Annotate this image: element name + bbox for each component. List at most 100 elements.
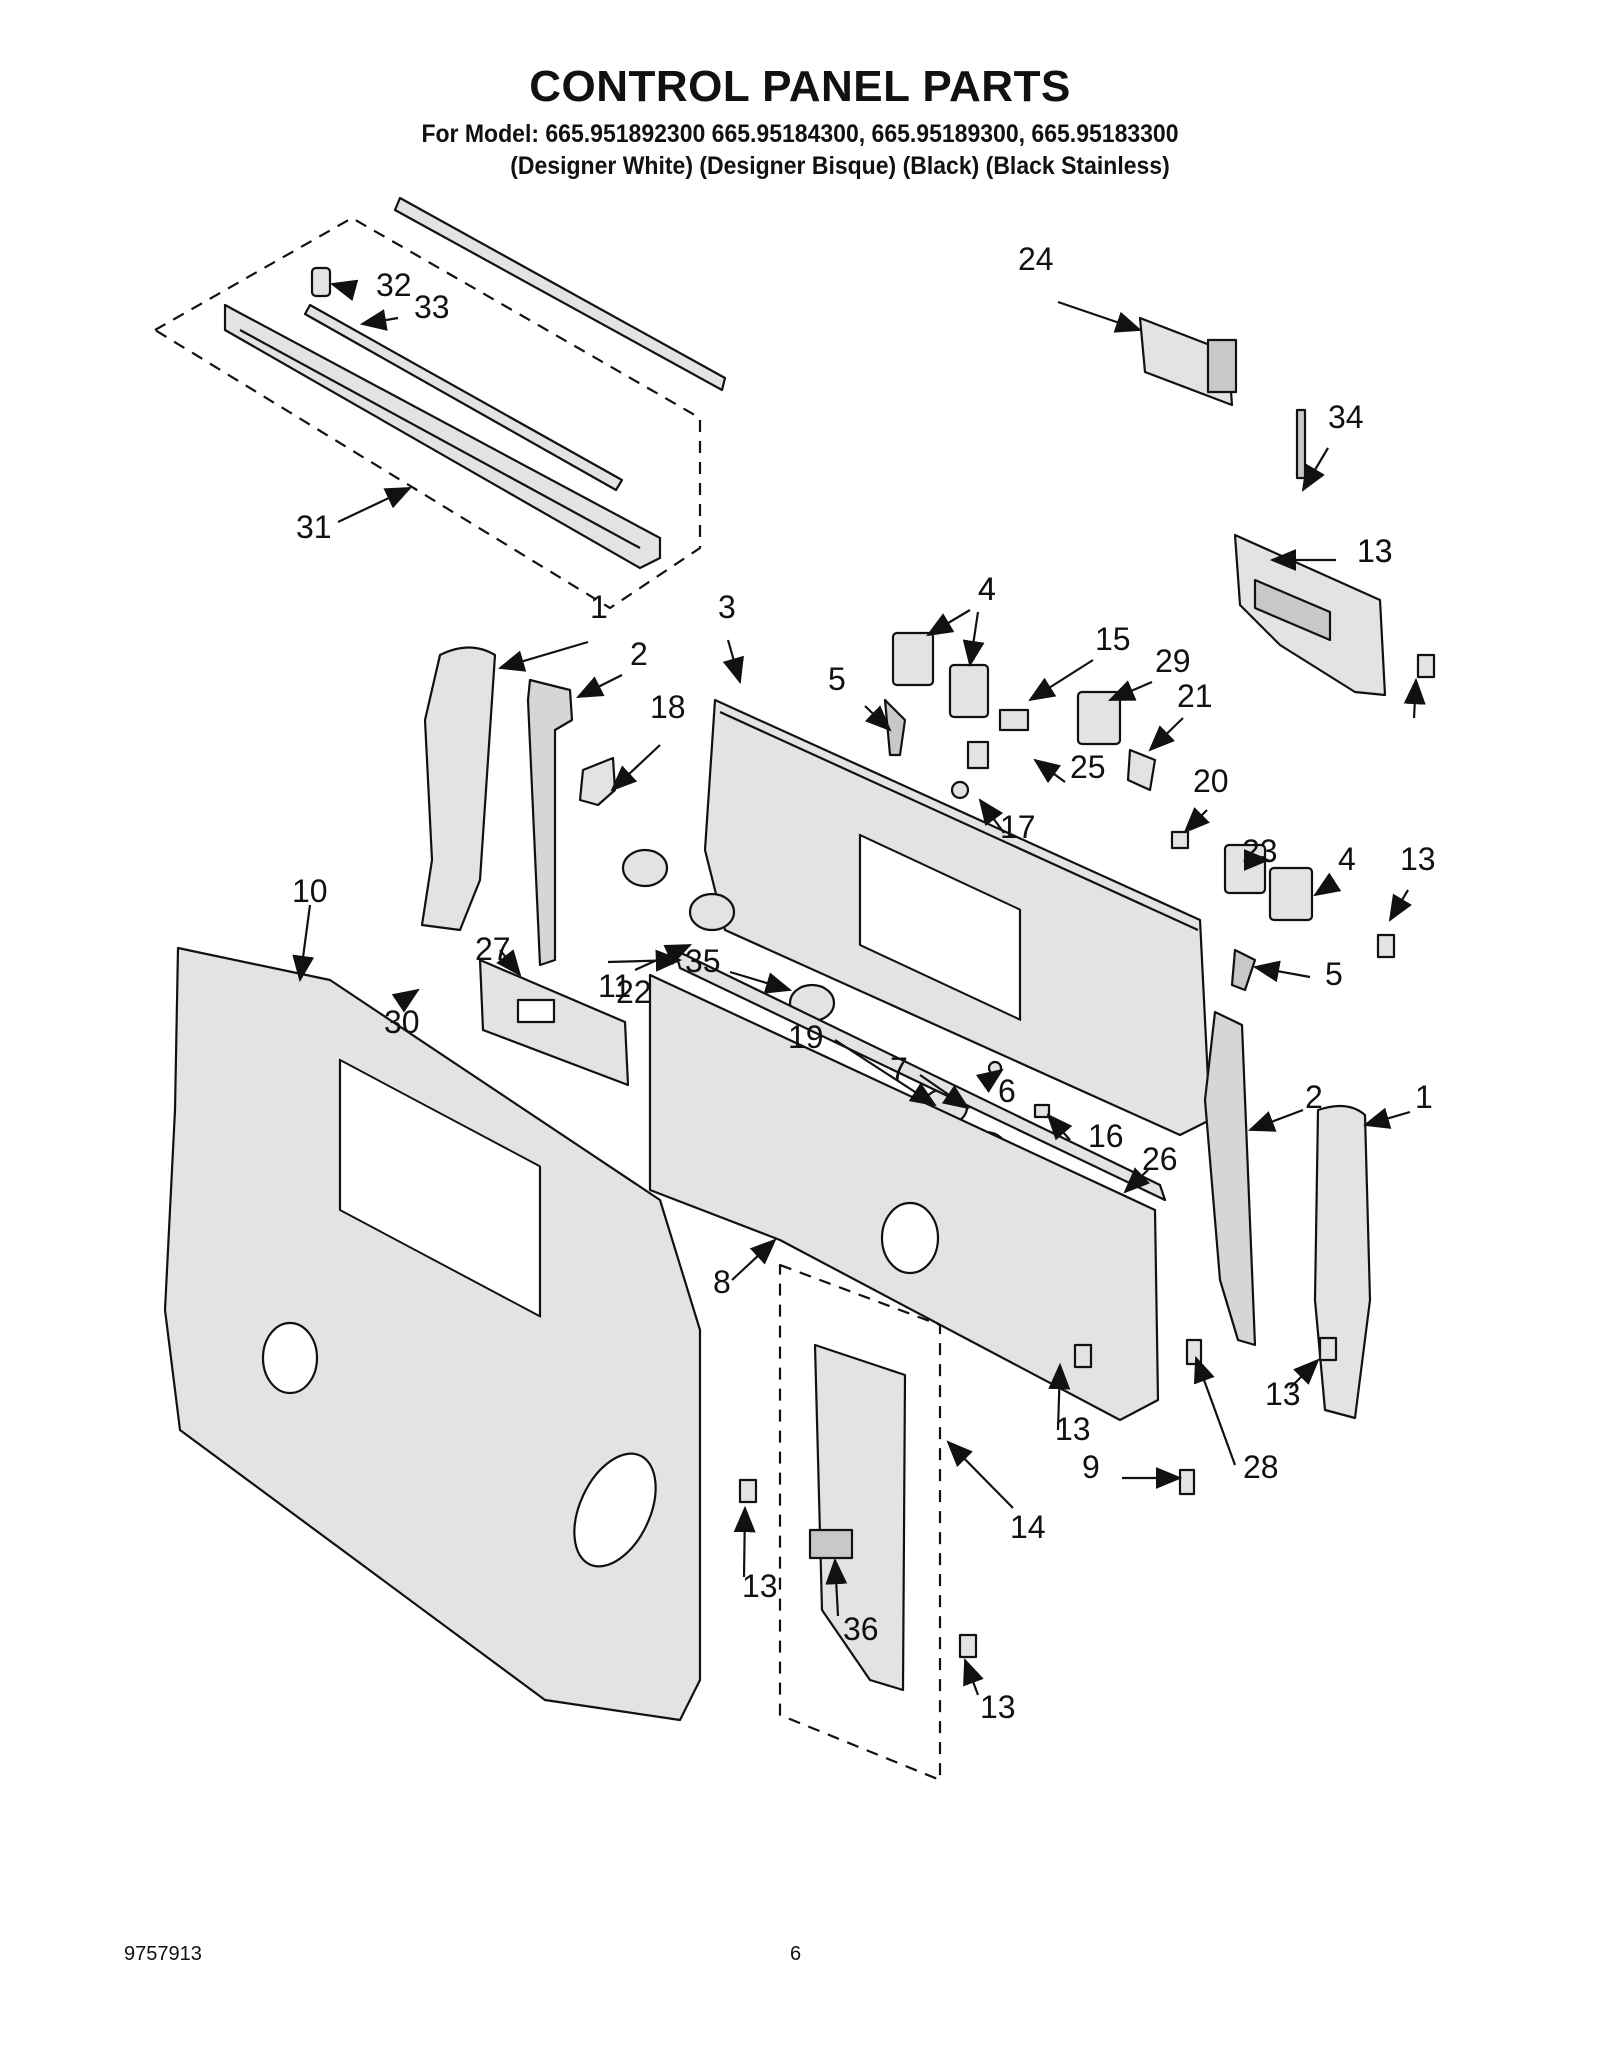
part-8-lower-panel	[648, 973, 1160, 1422]
part-5-harness-b	[1230, 948, 1257, 992]
leader-arrow-29	[1107, 680, 1153, 702]
callout-label-13: 13	[1265, 1376, 1301, 1412]
callout-label-13: 13	[742, 1568, 778, 1604]
leader-arrow-13	[1403, 677, 1426, 719]
leader-arrow-25	[1033, 758, 1066, 784]
callout-label-5: 5	[1325, 956, 1343, 992]
leader-arrow-20	[1183, 807, 1210, 834]
part-11-knob	[621, 848, 669, 888]
leader-arrow-35	[729, 970, 793, 994]
leader-arrow-19	[834, 1039, 937, 1107]
callout-label-3: 3	[718, 589, 736, 625]
leader-arrow-4	[926, 609, 971, 637]
leader-arrow-1	[497, 640, 589, 672]
leader-arrow-21	[1148, 717, 1184, 752]
callout-label-14: 14	[1010, 1509, 1046, 1545]
leader-arrow-2	[1247, 1108, 1304, 1132]
leader-arrow-2	[576, 674, 623, 698]
part-21-sensor	[1126, 748, 1157, 792]
part-17-plug	[950, 780, 970, 800]
part-31-cap	[310, 266, 332, 298]
callout-label-4: 4	[1338, 841, 1356, 877]
part-25-bracket	[966, 740, 990, 770]
leader-arrow-27	[496, 949, 522, 977]
leader-arrow-17	[978, 798, 1005, 834]
part-16-screw	[1033, 1103, 1051, 1119]
callout-label-4: 4	[978, 571, 996, 607]
part-34-pin	[1295, 408, 1307, 480]
leader-arrow-28	[1193, 1355, 1237, 1466]
leader-arrow-24	[1057, 300, 1143, 333]
callout-label-26: 26	[1142, 1141, 1178, 1177]
callout-label-22: 22	[616, 974, 652, 1010]
part-1-left-end-cap	[420, 646, 497, 932]
part-33-trim-strip	[393, 196, 727, 392]
leader-arrow-8	[731, 1238, 777, 1281]
part-18-clip	[578, 756, 617, 807]
leader-arrow-4	[1313, 872, 1342, 897]
part-13-screw-a	[1416, 653, 1436, 679]
leader-arrow-11	[607, 949, 683, 972]
callout-label-5: 5	[828, 661, 846, 697]
callout-label-33: 33	[414, 289, 450, 325]
leader-arrow-16	[1046, 1113, 1073, 1141]
part-36-label	[808, 1528, 854, 1560]
leader-arrow-14	[946, 1440, 1014, 1509]
callout-label-31: 31	[296, 509, 332, 545]
leader-arrow-10	[292, 904, 315, 983]
leader-arrow-7	[919, 1074, 970, 1110]
callout-label-16: 16	[1088, 1118, 1124, 1154]
part-4-switch-a	[891, 631, 935, 687]
callout-label-34: 34	[1328, 399, 1364, 435]
leader-arrow-36	[825, 1557, 848, 1617]
part-13-screw-e	[738, 1478, 758, 1504]
callout-label-13: 13	[980, 1689, 1016, 1725]
callout-label-21: 21	[1177, 678, 1213, 714]
leader-arrow-26	[1123, 1167, 1151, 1194]
part-10-rear-panel	[163, 946, 702, 1722]
callout-label-9: 9	[1082, 1449, 1100, 1485]
document-number: 9757913	[124, 1943, 202, 1965]
callout-label-23: 23	[1242, 833, 1278, 869]
callout-label-8: 8	[713, 1264, 731, 1300]
leader-arrow-6	[975, 1068, 1004, 1093]
part-2-left-bracket	[526, 678, 574, 967]
callout-label-30: 30	[384, 1004, 420, 1040]
model-variants: (Designer White) (Designer Bisque) (Blac…	[510, 152, 1170, 180]
model-numbers: For Model: 665.951892300 665.95184300, 6…	[421, 120, 1179, 148]
part-13-screw-d	[1318, 1336, 1338, 1362]
callout-label-17: 17	[1000, 809, 1036, 845]
callout-label-18: 18	[650, 689, 686, 725]
part-13-screw-c	[1073, 1343, 1093, 1369]
leader-arrow-33	[359, 309, 399, 331]
leader-arrow-1	[1362, 1107, 1411, 1129]
part-13-screw-b	[1376, 933, 1396, 959]
leader-arrow-13	[1289, 1358, 1320, 1389]
part-4-switch-c	[1268, 866, 1314, 922]
callout-label-13: 13	[1357, 533, 1393, 569]
part-2-right-bracket	[1203, 1010, 1257, 1347]
leader-arrow-3	[722, 639, 744, 685]
page-title: CONTROL PANEL PARTS	[529, 62, 1071, 111]
part-1-right-end-cap	[1313, 1104, 1372, 1420]
callout-label-4: 4	[978, 571, 996, 607]
part-32-rod	[303, 303, 624, 492]
part-28-screw	[1185, 1338, 1203, 1366]
callout-label-13: 13	[1400, 841, 1436, 877]
part-30-channel	[223, 303, 662, 570]
leader-arrow-4	[962, 611, 985, 668]
part-29-switch	[1076, 690, 1122, 746]
page-number: 6	[790, 1943, 802, 1965]
leader-arrow-32	[329, 279, 359, 301]
leader-arrow-15	[1028, 659, 1094, 702]
callout-label-1: 1	[590, 589, 608, 625]
callout-label-2: 2	[630, 636, 648, 672]
leader-arrow-13	[1388, 889, 1412, 922]
callout-label-15: 15	[1095, 621, 1131, 657]
leader-arrow-13	[1048, 1362, 1071, 1431]
callout-label-27: 27	[475, 931, 511, 967]
callout-label-35: 35	[685, 943, 721, 979]
callout-label-7: 7	[890, 1051, 908, 1087]
leader-arrow-31	[337, 487, 412, 523]
